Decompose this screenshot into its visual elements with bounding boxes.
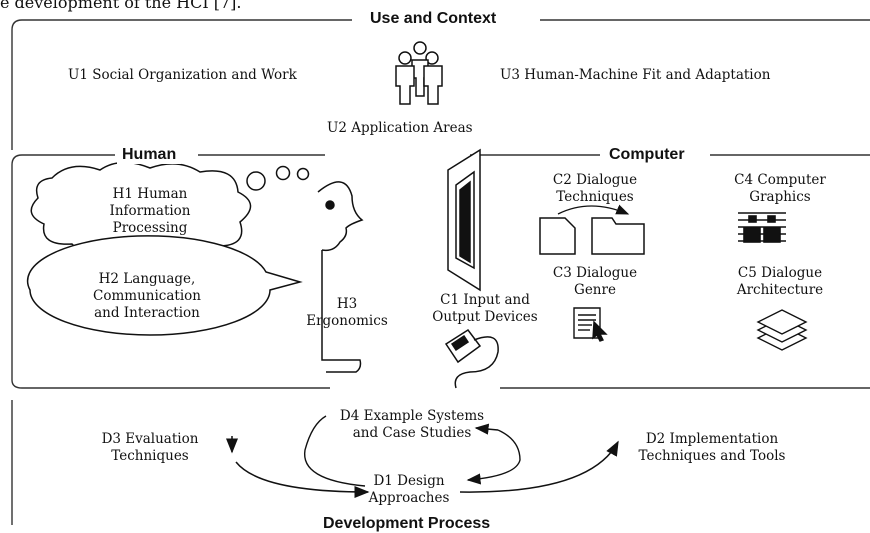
label-c4-line: C4 Computer <box>734 172 826 188</box>
speech-bubble <box>26 235 303 336</box>
label-c2-line: C2 Dialogue <box>552 172 638 188</box>
label-h2-line: H2 Language, <box>98 271 196 287</box>
label-c1-line: Output Devices <box>432 309 538 325</box>
thought-bubble <box>296 167 310 181</box>
label-d3: D3 Evaluation Techniques <box>90 431 210 465</box>
label-d3-line: Techniques <box>111 448 189 464</box>
section-computer: Computer <box>604 146 690 164</box>
label-c2-line: Techniques <box>556 189 634 205</box>
arrow-d1-loop-left <box>304 415 366 487</box>
label-d2: D2 Implementation Techniques and Tools <box>622 431 802 465</box>
label-u1: U1 Social Organization and Work <box>68 67 297 83</box>
arrow-d3-to-d1 <box>235 461 370 498</box>
section-development: Development Process <box>318 515 496 533</box>
label-h2-line: Communication <box>93 288 201 304</box>
mouse-icon <box>444 328 499 389</box>
label-h1-line: H1 Human <box>112 186 188 202</box>
label-c3: C3 Dialogue Genre <box>540 265 650 299</box>
label-d1: D1 Design Approaches <box>344 473 474 507</box>
label-d4: D4 Example Systems and Case Studies <box>322 408 502 442</box>
label-h3-line: Ergonomics <box>306 313 388 329</box>
thought-bubble <box>275 165 291 181</box>
label-h3: H3 Ergonomics <box>302 296 392 330</box>
label-u2: U2 Application Areas <box>327 120 473 136</box>
section-use-context: Use and Context <box>365 10 502 28</box>
label-d1-line: Approaches <box>368 490 450 506</box>
caption-fragment: e development of the HCI [7]. <box>0 0 242 12</box>
label-c1-line: C1 Input and <box>440 292 530 308</box>
arrow-d4-top <box>474 423 499 435</box>
document-icon <box>539 217 576 255</box>
people-icon <box>395 41 443 105</box>
label-c5: C5 Dialogue Architecture <box>720 265 840 299</box>
label-c5-line: Architecture <box>736 282 824 298</box>
label-c4-line: Graphics <box>749 189 811 205</box>
label-c4: C4 Computer Graphics <box>720 172 840 206</box>
label-c3-line: Genre <box>574 282 616 298</box>
label-h3-line: H3 <box>336 296 358 312</box>
label-d4-line: and Case Studies <box>352 425 472 441</box>
label-d4-line: D4 Example Systems <box>339 408 485 424</box>
graphics-icon <box>738 212 786 243</box>
human-head-icon <box>317 181 364 373</box>
label-h1-line: Processing <box>112 220 188 236</box>
label-d2-line: D2 Implementation <box>645 431 779 447</box>
label-h1: H1 Human Information Processing <box>90 186 210 237</box>
label-c5-line: C5 Dialogue <box>737 265 823 281</box>
label-c3-line: C3 Dialogue <box>552 265 638 281</box>
label-h2-line: and Interaction <box>94 305 200 321</box>
arrow-d1-to-d2 <box>459 440 619 493</box>
transfer-arrow <box>557 204 630 215</box>
label-h1-line: Information <box>109 203 191 219</box>
label-c2: C2 Dialogue Techniques <box>535 172 655 206</box>
label-u3: U3 Human-Machine Fit and Adaptation <box>500 67 771 83</box>
arrow-d4-loop-right <box>466 429 521 485</box>
layers-icon <box>756 309 808 351</box>
label-h2: H2 Language, Communication and Interacti… <box>72 271 222 322</box>
use-context-frame <box>11 19 352 150</box>
thought-bubble <box>246 171 266 191</box>
section-human: Human <box>117 146 182 164</box>
label-d3-line: D3 Evaluation <box>101 431 199 447</box>
label-c1: C1 Input and Output Devices <box>420 292 550 326</box>
label-d1-line: D1 Design <box>373 473 445 489</box>
human-frame <box>11 154 330 389</box>
screen-pointer-icon <box>573 307 608 342</box>
monitor-icon <box>447 148 481 292</box>
label-d2-line: Techniques and Tools <box>638 448 786 464</box>
folder-icon <box>591 217 645 255</box>
